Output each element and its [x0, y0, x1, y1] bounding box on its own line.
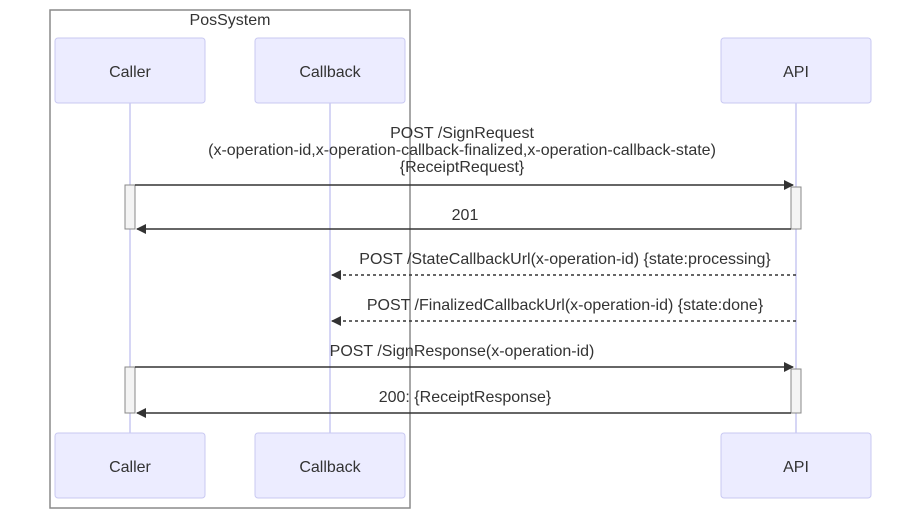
message-1-line-1: POST /SignRequest [390, 125, 534, 142]
message-1-line-3: {ReceiptRequest} [400, 159, 525, 176]
actor-top-api-label: API [783, 64, 809, 81]
actor-top-caller-label: Caller [109, 64, 151, 81]
message-4-label: POST /FinalizedCallbackUrl(x-operation-i… [367, 297, 764, 314]
actor-top-api: API [720, 37, 872, 104]
possystem-group-box [49, 9, 411, 509]
actor-bottom-callback: Callback [254, 432, 406, 499]
activation-caller-2 [124, 366, 136, 414]
actor-top-callback: Callback [254, 37, 406, 104]
message-6-label: 200: {ReceiptResponse} [379, 389, 552, 406]
actor-bottom-api: API [720, 432, 872, 499]
message-200-receipt-response: 200: {ReceiptResponse} [136, 389, 791, 418]
message-sign-response: POST /SignResponse(x-operation-id) [135, 343, 794, 372]
group-label: PosSystem [190, 12, 271, 29]
message-201: 201 [136, 207, 791, 234]
actor-bottom-caller: Caller [54, 432, 206, 499]
message-3-label: POST /StateCallbackUrl(x-operation-id) {… [359, 251, 771, 268]
message-1-line-2: (x-operation-id,x-operation-callback-fin… [208, 142, 716, 159]
message-2-label: 201 [452, 207, 479, 224]
actor-bottom-callback-label: Callback [299, 459, 361, 476]
actor-top-callback-label: Callback [299, 64, 361, 81]
activation-api-2 [790, 368, 802, 414]
actor-bottom-api-label: API [783, 459, 809, 476]
message-finalized-callback: POST /FinalizedCallbackUrl(x-operation-i… [331, 297, 796, 326]
actor-top-caller: Caller [54, 37, 206, 104]
message-state-callback: POST /StateCallbackUrl(x-operation-id) {… [331, 251, 796, 280]
message-sign-request: POST /SignRequest (x-operation-id,x-oper… [135, 125, 794, 190]
actor-bottom-caller-label: Caller [109, 459, 151, 476]
activation-api-1 [790, 186, 802, 230]
activation-caller-1 [124, 184, 136, 230]
message-5-label: POST /SignResponse(x-operation-id) [330, 343, 595, 360]
